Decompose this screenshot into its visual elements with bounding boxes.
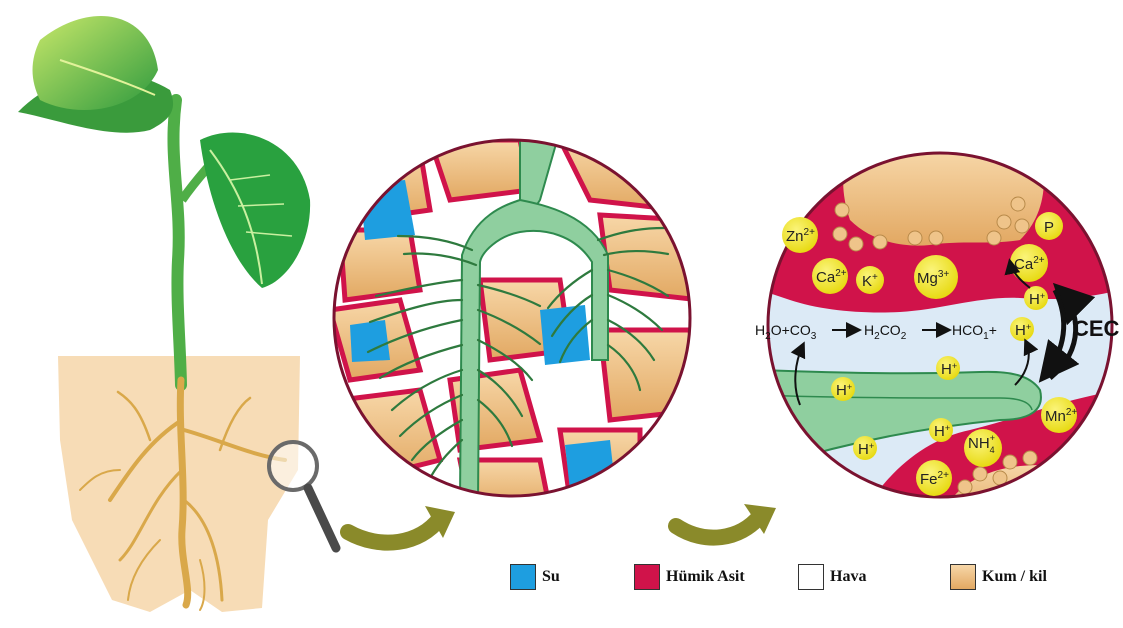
legend-swatch-humic-acid xyxy=(634,564,660,590)
legend-label-humic-acid: Hümik Asit xyxy=(666,568,745,586)
legend-label-sand-clay: Kum / kil xyxy=(982,568,1047,586)
legend-swatch-sand-clay xyxy=(950,564,976,590)
plant-illustration xyxy=(18,16,336,612)
plant-stem xyxy=(173,100,181,385)
arrow-1 xyxy=(348,518,440,543)
legend-swatch-air xyxy=(798,564,824,590)
cec-label: CEC xyxy=(1073,316,1120,341)
legend-label-water: Su xyxy=(542,568,560,586)
arrow-2 xyxy=(676,516,760,538)
soil-zoom-circle xyxy=(330,130,700,510)
leaf-right xyxy=(200,133,310,289)
legend-label-air: Hava xyxy=(830,568,866,586)
ion-exchange-circle: Zn2+ P Ca2+ K+ Mg3+ Ca2+ H+ H+ H+ H+ H+ … xyxy=(755,150,1120,520)
legend-item-humic-acid: Hümik Asit xyxy=(634,563,745,591)
legend-item-water: Su xyxy=(510,563,560,591)
ion-p: P xyxy=(1044,219,1054,236)
legend-swatch-water xyxy=(510,564,536,590)
legend-item-sand-clay: Kum / kil xyxy=(950,563,1047,591)
legend-item-air: Hava xyxy=(798,563,866,591)
